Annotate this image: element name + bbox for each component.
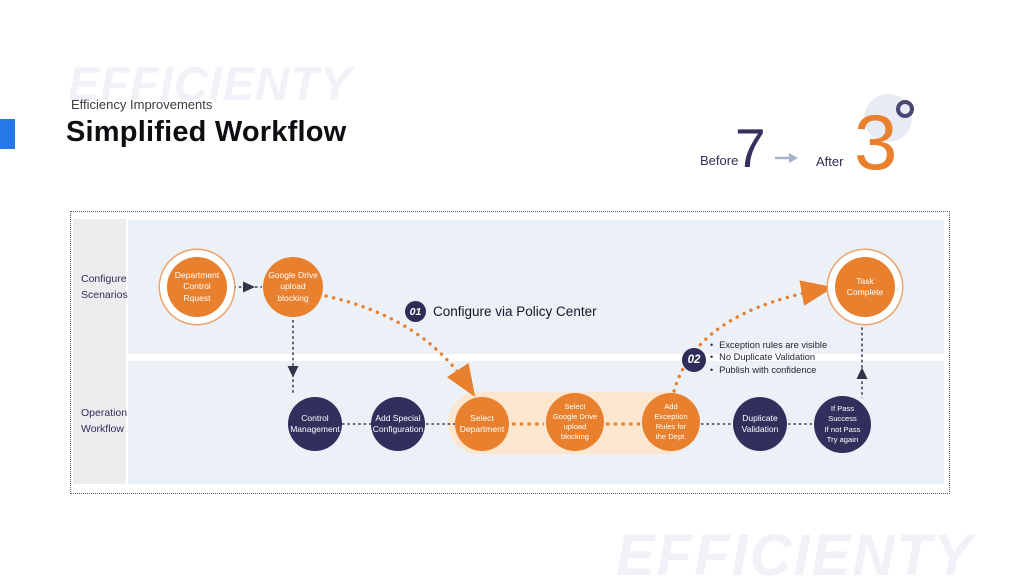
step-02-badge: 02: [682, 348, 706, 372]
slide-eyebrow: Efficiency Improvements: [71, 97, 213, 112]
before-label: Before: [700, 153, 739, 168]
bullet-item: • Publish with confidence: [710, 365, 827, 377]
step-02-bullet-list: • Exception rules are visible • No Dupli…: [710, 340, 827, 377]
bullet-dot-icon: •: [710, 364, 714, 375]
title-accent-bar: [0, 119, 15, 149]
node-department-control-request: Department Control Rquest: [167, 257, 227, 317]
node-add-special-configuration: Add Special Configuration: [371, 397, 425, 451]
after-value: 3: [854, 98, 898, 186]
degree-ring-icon: [896, 100, 914, 118]
before-value: 7: [735, 117, 766, 179]
lane-label-operation: Operation Workflow: [81, 407, 128, 436]
step-01-label: Configure via Policy Center: [433, 304, 597, 319]
node-task-complete: Task Complete: [835, 257, 895, 317]
lane-label-configure: Configure Scenarios: [81, 273, 128, 302]
bullet-item: • Exception rules are visible: [710, 340, 827, 352]
node-google-drive-upload-blocking: Google Drive upload blocking: [263, 257, 323, 317]
lane-rail: [73, 219, 126, 484]
bullet-text: Exception rules are visible: [719, 340, 828, 350]
step-01-badge: 01: [405, 301, 426, 322]
bullet-text: Publish with confidence: [719, 364, 817, 375]
bullet-dot-icon: •: [710, 340, 714, 350]
bullet-dot-icon: •: [710, 352, 714, 363]
configure-lane-band: [128, 220, 944, 354]
right-arrow-icon: [775, 153, 798, 163]
after-label: After: [816, 154, 844, 169]
node-duplicate-validation: Duplicate Validation: [733, 397, 787, 451]
bullet-item: • No Duplicate Validation: [710, 352, 827, 364]
page-title: Simplified Workflow: [66, 116, 347, 148]
node-select-google-drive-upload-blocking: Select Google Drive upload blocking: [546, 393, 604, 451]
node-if-pass-success: If Pass Success If not Pass Try again: [814, 396, 871, 453]
bullet-text: No Duplicate Validation: [719, 352, 816, 363]
watermark-bottom: EFFICIENTY: [616, 523, 975, 588]
workflow-frame: [70, 211, 950, 494]
node-select-department: Select Department: [455, 397, 509, 451]
node-add-exception-rules: Add Exception Rules for the Dept.: [642, 393, 700, 451]
node-control-management: Control Management: [288, 397, 342, 451]
watermark-top: EFFICIENTY: [68, 57, 353, 110]
